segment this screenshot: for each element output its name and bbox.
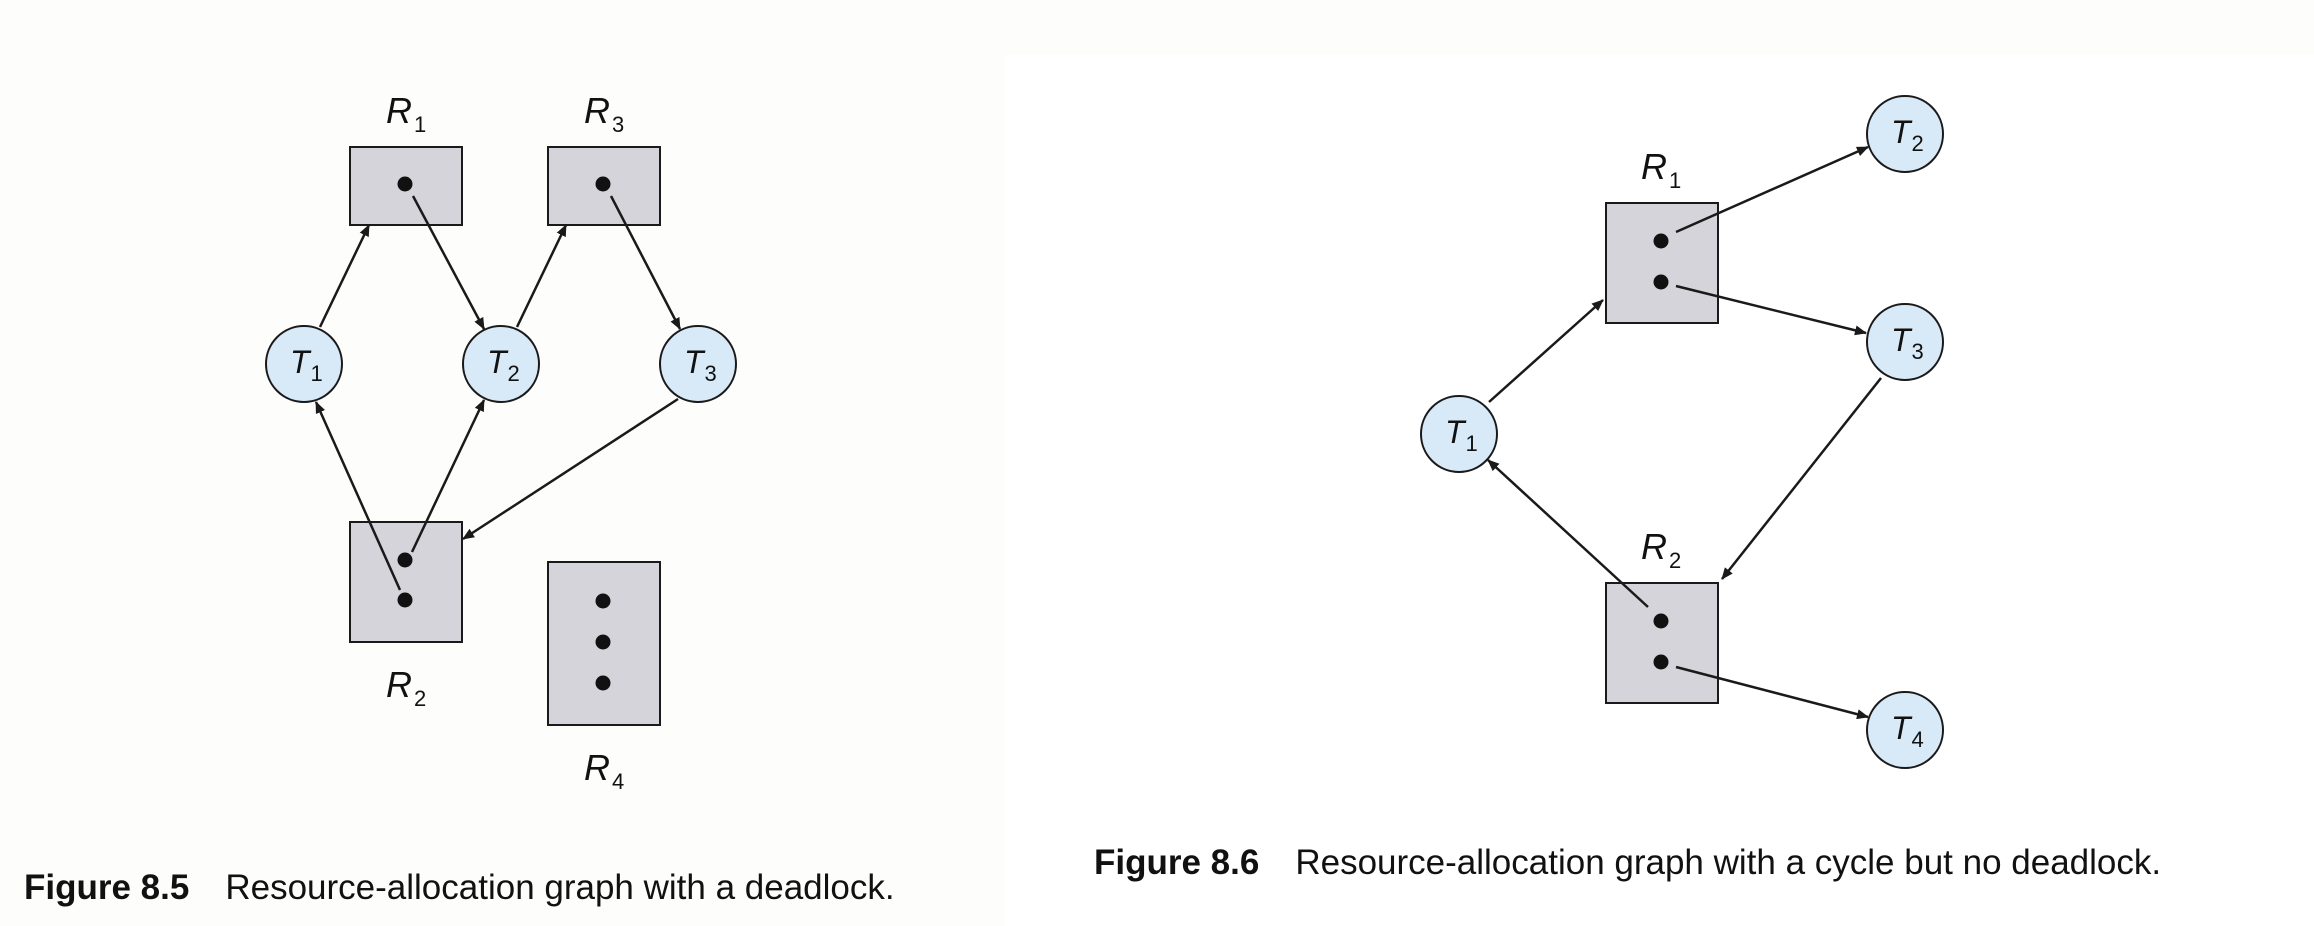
edge-R1-T3 [1675,284,1867,336]
edge-R2-T1 [1487,459,1649,608]
resource-R2: R2 [349,521,463,711]
resource-instance-dot [397,176,413,192]
edge-T1-R1 [318,224,371,328]
edge-T3-R2 [462,397,679,541]
resource-instance-dot [1653,233,1669,249]
resource-instance-dot [1653,613,1669,629]
figure-8-6-caption: Figure 8.6 Resource-allocation graph with… [1094,843,2161,883]
edge-R1-T2 [1675,145,1869,234]
resource-R3: R3 [547,90,661,226]
resource-R4: R4 [547,561,661,794]
edge-T3-R2 [1721,377,1882,580]
process-T3: T3 [1866,303,1944,381]
figure-8-6-graph: R1 R2 T1 T2 T3 T [1420,95,1944,769]
process-label-T3: T3 [684,344,717,386]
resource-instance-dot [595,675,611,691]
process-label-T2: T2 [1891,114,1924,156]
right-figure-background [1005,55,2314,926]
process-T2: T2 [1866,95,1944,173]
resource-R1: R1 [1605,146,1719,324]
edge-R2-T2 [410,399,486,553]
figure-8-5-graph: R1 R3 R2 R4 [265,90,737,794]
resource-instance-dot [595,593,611,609]
edge-T1-R1 [1488,299,1604,403]
resource-label-R3: R3 [584,90,624,137]
edge-R2-T1 [314,401,402,591]
process-label-T4: T4 [1891,710,1924,752]
caption-text: Resource-allocation graph with a cycle b… [1295,843,2162,882]
resource-instance-dot [397,592,413,608]
caption-text: Resource-allocation graph with a deadloc… [225,868,895,907]
figure-8-5-caption: Figure 8.5 Resource-allocation graph with… [24,868,895,908]
edge-R3-T3 [609,195,682,330]
process-label-T1: T1 [1445,414,1478,456]
process-label-T2: T2 [487,344,520,386]
process-T2: T2 [462,325,540,403]
edge-R1-T2 [411,195,486,330]
figure-number: Figure 8.5 [24,868,190,907]
resource-instance-dot [595,634,611,650]
process-label-T1: T1 [290,344,323,386]
resource-label-R1: R1 [1641,146,1681,193]
resource-R2: R2 [1605,526,1719,704]
resource-instance-dot [397,552,413,568]
edge-T2-R3 [515,224,568,328]
process-T3: T3 [659,325,737,403]
edge-R2-T4 [1675,665,1869,720]
figure-number: Figure 8.6 [1094,843,1260,882]
resource-instance-dot [1653,654,1669,670]
resource-R1: R1 [349,90,463,226]
resource-instance-dot [595,176,611,192]
resource-label-R2: R2 [386,664,426,711]
process-T4: T4 [1866,691,1944,769]
resource-label-R2: R2 [1641,526,1681,573]
resource-label-R1: R1 [386,90,426,137]
resource-instance-dot [1653,274,1669,290]
process-T1: T1 [265,325,343,403]
process-label-T3: T3 [1891,322,1924,364]
process-T1: T1 [1420,395,1498,473]
resource-label-R4: R4 [584,747,624,794]
